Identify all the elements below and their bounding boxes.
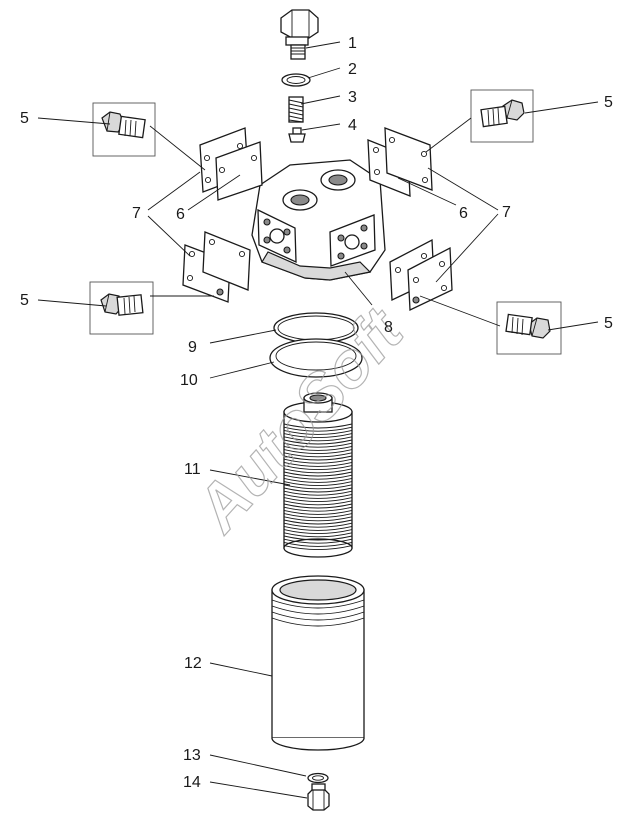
upper-right-gasket-set — [367, 127, 433, 197]
filter-pleat — [283, 500, 353, 506]
filter-pleat — [283, 477, 353, 483]
filter-pleat — [283, 436, 353, 442]
callout-7-right: 7 — [502, 204, 511, 221]
filter-pleat — [283, 468, 353, 474]
callout-6-right: 6 — [459, 205, 468, 222]
filter-pleat — [283, 490, 353, 496]
callout-14: 14 — [183, 774, 201, 791]
filter-pleat — [283, 529, 353, 535]
bolt-5-upper-right — [470, 89, 534, 143]
callout-12: 12 — [184, 655, 202, 672]
filter-pleat — [283, 493, 353, 499]
filter-pleat — [283, 439, 353, 445]
seal-ring-9 — [273, 312, 359, 344]
lower-right-gasket-set — [389, 238, 453, 312]
filter-pleat — [283, 503, 353, 509]
filter-pleat — [283, 519, 353, 525]
callout-5-upper-right: 5 — [604, 94, 613, 111]
filter-pleat — [283, 538, 353, 544]
filter-pleat — [283, 541, 353, 547]
filter-pleat — [283, 471, 353, 477]
part-3-spring — [288, 96, 304, 123]
bolt-5-lower-right — [496, 301, 562, 355]
part-14-plug — [307, 783, 330, 811]
filter-pleat — [283, 522, 353, 528]
part-4-valve — [288, 127, 306, 143]
part-2-washer — [281, 73, 311, 87]
filter-pleat — [283, 525, 353, 531]
part-11-filter-element — [283, 392, 353, 558]
filter-pleat — [283, 513, 353, 519]
seal-ring-10 — [269, 338, 363, 378]
lower-left-gasket-set — [182, 231, 251, 303]
filter-pleat — [283, 516, 353, 522]
filter-pleat — [283, 433, 353, 439]
filter-pleat — [283, 481, 353, 487]
callout-11: 11 — [184, 461, 201, 478]
filter-pleat — [283, 461, 353, 467]
part-12-filter-bowl — [271, 575, 365, 751]
filter-pleat — [283, 426, 353, 432]
filter-pleat — [283, 497, 353, 503]
callout-10: 10 — [180, 372, 198, 389]
filter-head — [251, 159, 386, 281]
filter-pleat — [283, 458, 353, 464]
callout-5-lower-right: 5 — [604, 315, 613, 332]
filter-pleat — [283, 452, 353, 458]
filter-pleat — [283, 429, 353, 435]
bolt-5-upper-left — [92, 102, 156, 157]
callout-3: 3 — [348, 89, 357, 106]
callout-8: 8 — [384, 319, 393, 336]
filter-pleat — [283, 535, 353, 541]
callout-9: 9 — [188, 339, 197, 356]
filter-pleat — [283, 509, 353, 515]
callout-4: 4 — [348, 117, 357, 134]
filter-pleat — [283, 455, 353, 461]
callout-labels: 1 2 3 4 5 5 5 5 6 6 7 7 8 9 10 11 12 13 … — [20, 35, 613, 791]
filter-pleat — [283, 423, 353, 429]
filter-pleat — [283, 442, 353, 448]
filter-pleat — [283, 465, 353, 471]
filter-pleat — [283, 474, 353, 480]
callout-7-left: 7 — [132, 205, 141, 222]
part-13-washer — [307, 772, 329, 784]
callout-5-upper-left: 5 — [20, 110, 29, 127]
callout-13: 13 — [183, 747, 201, 764]
part-1-bolt — [280, 9, 319, 60]
filter-pleat — [283, 484, 353, 490]
callout-6-left: 6 — [176, 206, 185, 223]
bolt-5-lower-left — [89, 281, 154, 335]
filter-pleat — [283, 506, 353, 512]
leader-lines — [37, 41, 599, 799]
filter-pleat — [283, 445, 353, 451]
filter-pleats — [283, 423, 353, 551]
callout-5-lower-left: 5 — [20, 292, 29, 309]
filter-pleat — [283, 545, 353, 551]
filter-pleat — [283, 532, 353, 538]
callout-2: 2 — [348, 61, 357, 78]
callout-1: 1 — [348, 35, 357, 52]
filter-pleat — [283, 449, 353, 455]
filter-pleat — [283, 487, 353, 493]
upper-left-gasket-set — [199, 127, 263, 201]
